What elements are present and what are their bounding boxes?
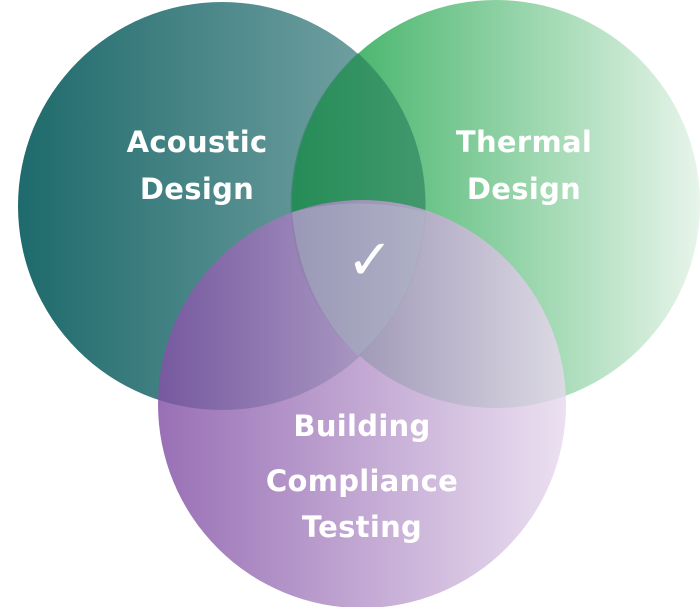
label-building-line-3: Testing xyxy=(301,510,423,544)
label-acoustic-line-1: Acoustic xyxy=(126,125,268,159)
label-acoustic-line-2: Design xyxy=(139,172,255,206)
label-building-line-2: Compliance xyxy=(265,464,459,498)
label-building-line-1: Building xyxy=(293,409,431,443)
label-thermal-line-2: Design xyxy=(466,172,582,206)
checkmark-icon: ✓ xyxy=(346,228,394,293)
overlap-center xyxy=(292,203,425,356)
label-thermal-line-1: Thermal xyxy=(455,125,593,159)
circle-building-compliance-testing xyxy=(158,200,566,607)
